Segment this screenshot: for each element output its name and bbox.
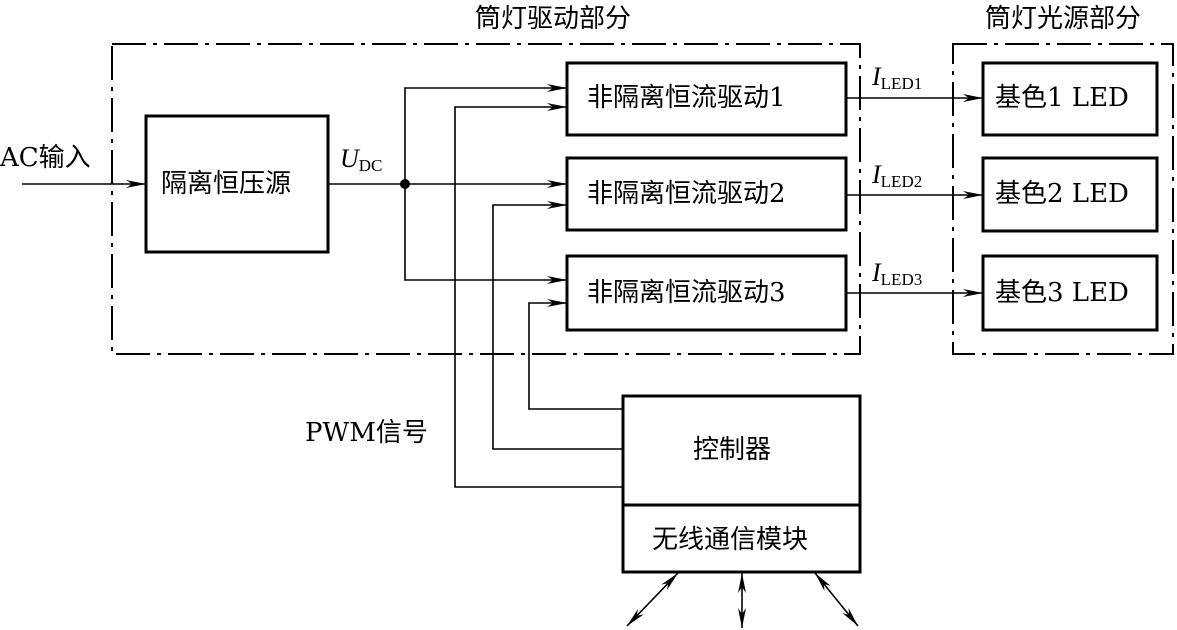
led-1-box	[981, 61, 1159, 137]
led-2-label: 基色2 LED	[995, 179, 1129, 209]
iled3-label: ILED3	[872, 258, 923, 289]
driver-section-frame	[111, 43, 861, 355]
pwm-line-1	[454, 103, 623, 488]
driver-1-box	[565, 61, 848, 137]
driver-3-label: 非隔离恒流驱动3	[587, 278, 786, 308]
dc-bus-branch-3	[404, 184, 567, 284]
led-3-label: 基色3 LED	[995, 278, 1129, 308]
light-section-title: 筒灯光源部分	[985, 4, 1142, 34]
wireless-link-right	[814, 572, 859, 627]
wireless-link-left	[626, 572, 679, 627]
driver-2-box	[565, 156, 848, 232]
isolated-cv-source-label: 隔离恒压源	[161, 169, 292, 199]
ac-input-label: AC输入	[0, 143, 91, 173]
driver-1-label: 非隔离恒流驱动1	[587, 83, 786, 113]
udc-label: UDC	[340, 144, 383, 175]
light-section-frame	[952, 43, 1174, 355]
pwm-signal-label: PWM信号	[305, 418, 428, 448]
driver-section-title: 筒灯驱动部分	[475, 4, 632, 34]
driver-2-label: 非隔离恒流驱动2	[587, 179, 786, 209]
wireless-module-label: 无线通信模块	[652, 525, 809, 555]
controller-label: 控制器	[693, 435, 772, 465]
dc-bus-branch-1	[404, 84, 567, 184]
iled2-label: ILED2	[872, 160, 923, 191]
pwm-line-3	[528, 299, 623, 410]
led-1-label: 基色1 LED	[995, 83, 1129, 113]
controller-box	[621, 394, 862, 574]
pwm-line-2	[492, 201, 623, 450]
iled1-label: ILED1	[872, 62, 923, 93]
